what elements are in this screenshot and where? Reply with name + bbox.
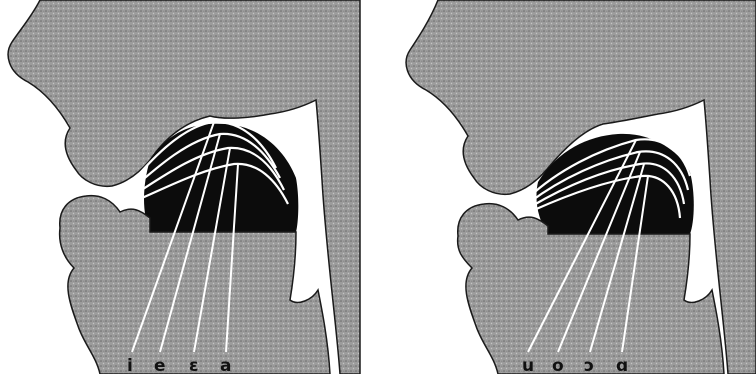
vowel-label-o: o — [552, 356, 564, 374]
vowel-label-epsilon: ɛ — [189, 356, 198, 374]
vowel-label-u: u — [522, 356, 534, 374]
vowel-label-i: i — [127, 356, 133, 374]
back-vowel-panel: u o ɔ ɑ — [378, 0, 756, 374]
front-vowel-diagram: i e ɛ a — [0, 0, 378, 374]
vowel-label-open-o: ɔ — [584, 356, 594, 374]
vowel-label-a: a — [220, 356, 231, 374]
front-vowel-panel: i e ɛ a — [0, 0, 378, 374]
vowel-label-e: e — [154, 356, 166, 374]
back-vowel-diagram: u o ɔ ɑ — [378, 0, 756, 374]
vowel-label-alpha: ɑ — [616, 356, 628, 374]
